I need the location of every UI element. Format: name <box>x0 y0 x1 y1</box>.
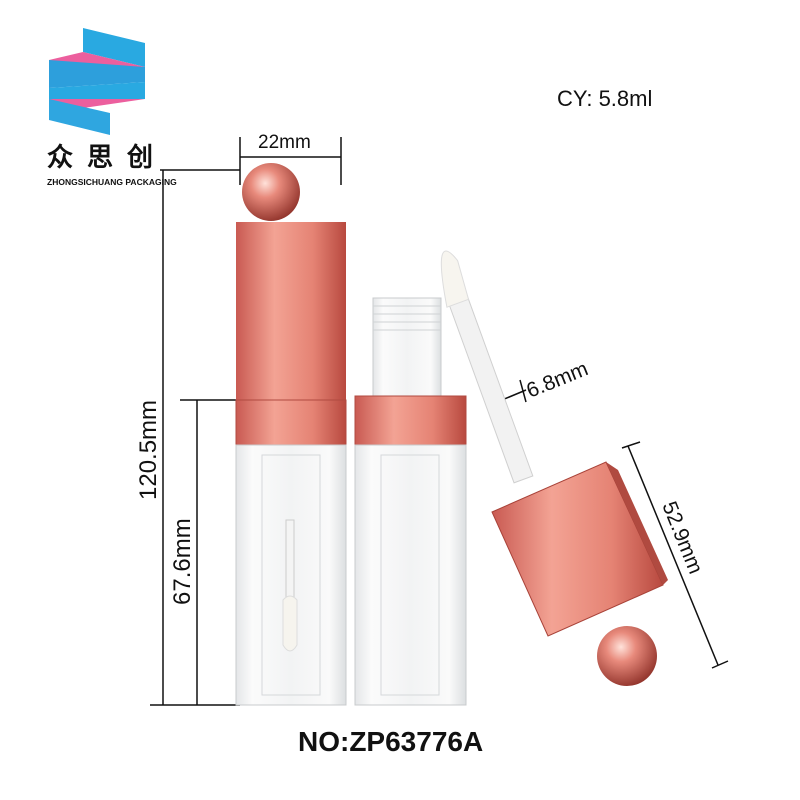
total-height-label: 120.5mm <box>135 400 162 500</box>
brand-chinese-name: 众思创 <box>47 142 167 172</box>
bottle-height-label: 67.6mm <box>169 518 196 605</box>
open-bottle <box>354 297 467 706</box>
cap-wand-length-label: 52.9mm <box>657 498 707 577</box>
dimension-lines <box>150 137 729 706</box>
width-label: 22mm <box>258 132 311 153</box>
brand-english-name: ZHONGSICHUANG PACKAGING <box>47 177 177 187</box>
assembled-lip-gloss <box>235 163 347 706</box>
model-number: NO:ZP63776A <box>298 726 483 757</box>
capacity-label: CY: 5.8ml <box>557 86 652 111</box>
applicator-wand-with-cap <box>440 250 668 686</box>
brand-logo <box>49 28 145 135</box>
wand-diameter-label: 6.8mm <box>523 357 591 402</box>
